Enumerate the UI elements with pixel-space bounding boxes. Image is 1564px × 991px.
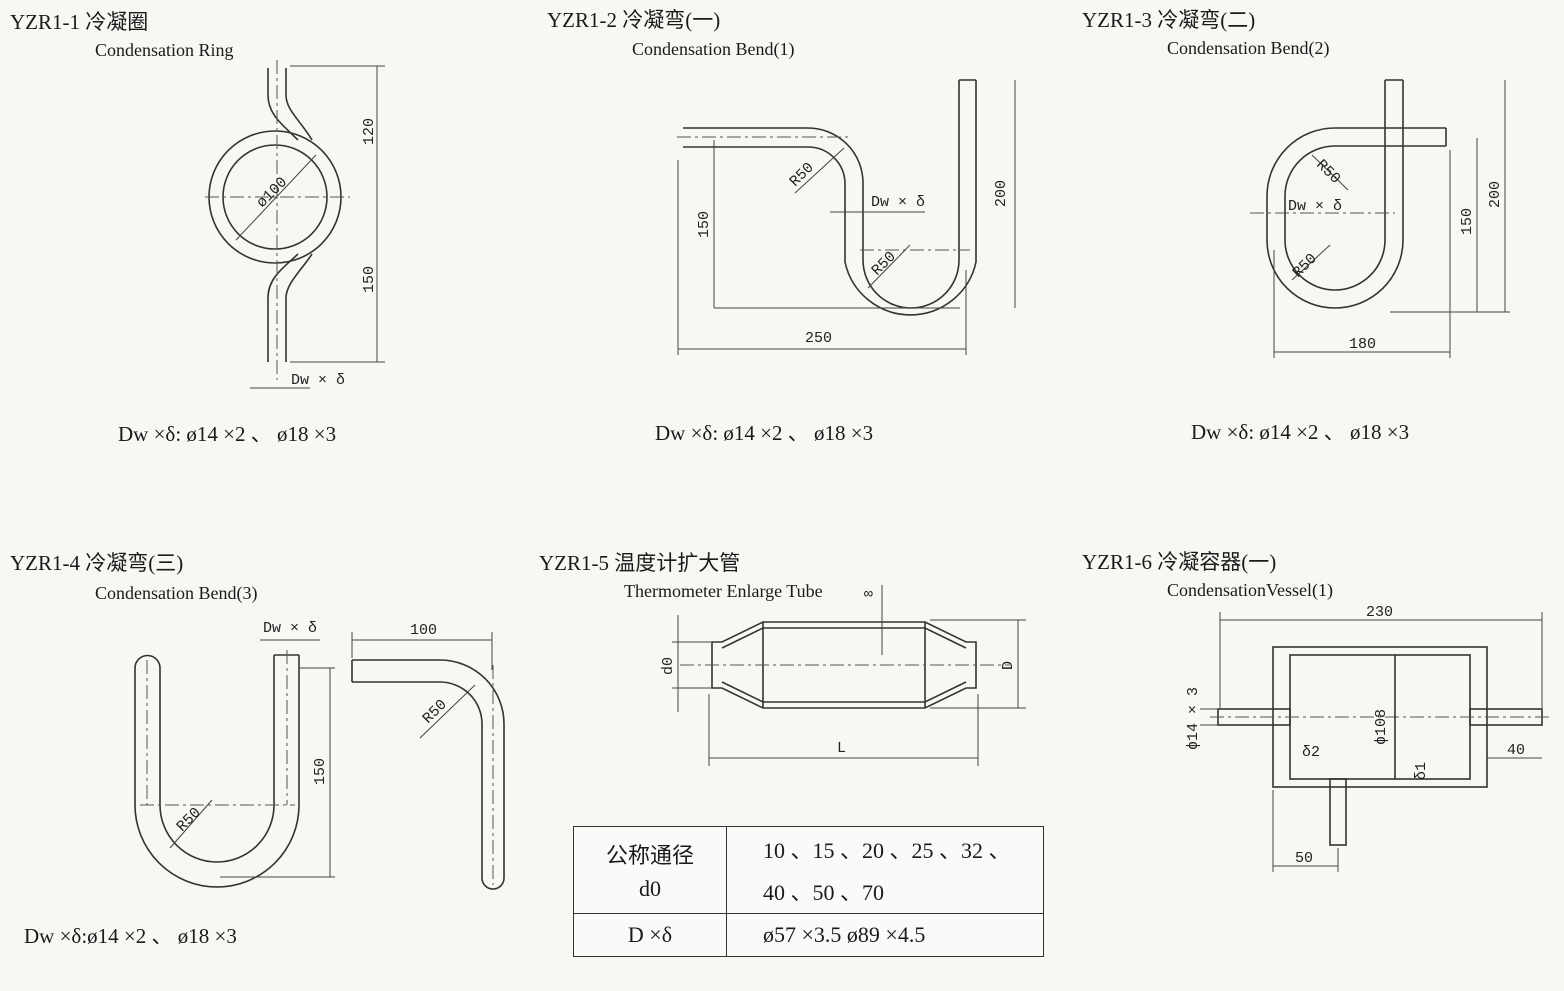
enlarge-tube-d0: d0: [660, 657, 677, 675]
bend3-r-leader: [169, 799, 213, 849]
panel-3-title: YZR1-3 冷凝弯(二): [1082, 8, 1256, 32]
table-values-dimension: ø57 ×3.5 ø89 ×4.5: [726, 913, 1044, 957]
table-values-line2: 40 、50 、70: [763, 880, 885, 905]
panel-2-subtitle: Condensation Bend(1): [632, 39, 795, 59]
panel-1-spec: Dw ×δ: ø14 ×2 、 ø18 ×3: [118, 422, 337, 446]
ring-top-tube-left: [267, 68, 299, 141]
vessel-drawing: 230 ϕ14 × 3 ϕ108 δ2 δ1 40 50: [1185, 604, 1550, 872]
panel-5-subtitle: Thermometer Enlarge Tube: [624, 581, 823, 601]
bend1-tube-inner: [683, 80, 977, 316]
bend2-r-top: R50: [1312, 157, 1343, 188]
panel-2-title: YZR1-2 冷凝弯(一): [547, 8, 721, 32]
bend3-u-outer: [134, 655, 300, 888]
bend1-tube-label: Dw × δ: [871, 194, 925, 211]
bend3-width: 100: [410, 622, 437, 639]
bend3-l-outer: [352, 659, 505, 878]
enlarge-tube-drawing: ∞ d0 D L: [660, 585, 1026, 766]
enlarge-tube-L: L: [837, 740, 846, 757]
ring-bottom-tube-left: [267, 253, 299, 362]
vessel-side: 40: [1507, 742, 1525, 759]
panel-4-subtitle: Condensation Bend(3): [95, 583, 258, 603]
ring-tube-label: Dw × δ: [291, 372, 345, 389]
ring-dim-dia: ø100: [254, 174, 291, 211]
panel-1-subtitle: Condensation Ring: [95, 40, 234, 60]
bend3-l-inner: [352, 681, 483, 878]
bend1-r-bottom: R50: [869, 248, 900, 279]
bend1-drawing: R50 R50 Dw × δ 150 200 250: [677, 79, 1016, 355]
bend3-tube-label: Dw × δ: [263, 620, 317, 637]
bend2-r-bottom: R50: [1290, 250, 1321, 281]
bend2-r-leader-bottom: [1291, 244, 1331, 281]
bend3-u-inner: [159, 655, 275, 863]
bend3-drawing: Dw × δ R50 150 100 R50: [134, 620, 505, 890]
ring-dim-150: 150: [361, 266, 378, 293]
enlarge-tube-inner-top: [721, 627, 967, 649]
bend3-height: 150: [312, 758, 329, 785]
bend2-tube-label: Dw × δ: [1288, 198, 1342, 215]
table-header-dimension: D ×δ: [573, 913, 727, 957]
panel-5-title: YZR1-5 温度计扩大管: [539, 551, 741, 575]
bend3-l-cap: [481, 877, 505, 890]
bend2-h-inner: 150: [1459, 208, 1476, 235]
bend2-r-leader-top: [1311, 154, 1349, 191]
ring-dim-120: 120: [361, 118, 378, 145]
ring-top-tube-right: [285, 68, 313, 141]
bend2-width: 180: [1349, 336, 1376, 353]
enlarge-tube-spec-table: 公称通径 d0 10 、15 、20 、25 、32 、 40 、50 、70 …: [573, 826, 1044, 957]
panel-4-spec: Dw ×δ:ø14 ×2 、 ø18 ×3: [24, 924, 237, 948]
table-values-nominal: 10 、15 、20 、25 、32 、 40 、50 、70: [726, 826, 1044, 914]
vessel-bottom: 50: [1295, 850, 1313, 867]
bend2-tube-outer: [1266, 80, 1446, 309]
bend3-r-u: R50: [174, 804, 205, 835]
condensation-ring-drawing: 120 150 ø100 Dw × δ: [205, 60, 385, 389]
ring-bottom-tube-right: [285, 253, 313, 362]
bend3-u-cap: [134, 654, 161, 669]
bend1-tube-outer: [683, 80, 960, 309]
bend2-h-outer: 200: [1487, 181, 1504, 208]
bend3-r-l: R50: [420, 696, 451, 727]
enlarge-tube-inner-bottom: [721, 681, 967, 703]
bend3-l-r-leader: [419, 684, 476, 739]
table-row: D ×δ ø57 ×3.5 ø89 ×4.5: [573, 913, 1044, 957]
vessel-body-dia: ϕ108: [1373, 709, 1390, 745]
panel-6-title: YZR1-6 冷凝容器(一): [1082, 550, 1277, 574]
bend1-r-leader-top: [794, 147, 845, 194]
vessel-bottom-pipe: [1329, 778, 1347, 846]
table-header-line1: 公称通径: [605, 843, 694, 868]
vessel-width: 230: [1366, 604, 1393, 621]
panel-1-title: YZR1-1 冷凝圈: [10, 10, 149, 34]
panel-3-spec: Dw ×δ: ø14 ×2 、 ø18 ×3: [1191, 420, 1410, 444]
bend1-r-top: R50: [787, 159, 818, 190]
panel-2-spec: Dw ×δ: ø14 ×2 、 ø18 ×3: [655, 421, 874, 445]
table-row: 公称通径 d0 10 、15 、20 、25 、32 、 40 、50 、70: [573, 826, 1044, 914]
bend1-r-leader-bottom: [867, 244, 911, 289]
bend2-drawing: R50 R50 Dw × δ 150 200 180: [1250, 79, 1510, 358]
enlarge-tube-delta: ∞: [864, 586, 873, 603]
panel-6-subtitle: CondensationVessel(1): [1167, 580, 1333, 600]
bend2-tube-inner: [1284, 80, 1446, 291]
vessel-delta1: δ1: [1413, 762, 1430, 780]
bend1-h-left: 150: [696, 211, 713, 238]
bend1-h-right: 200: [993, 180, 1010, 207]
vessel-delta2: δ2: [1302, 744, 1320, 761]
panel-3-subtitle: Condensation Bend(2): [1167, 38, 1330, 58]
table-values-line1: 10 、15 、20 、25 、32 、: [763, 838, 1011, 863]
panel-4-title: YZR1-4 冷凝弯(三): [10, 551, 184, 575]
vessel-pipe-spec: ϕ14 × 3: [1185, 687, 1202, 750]
ring-diameter-line: [235, 154, 317, 241]
bend1-width: 250: [805, 330, 832, 347]
table-header-line2: d0: [639, 876, 661, 901]
table-header-nominal: 公称通径 d0: [573, 826, 727, 914]
enlarge-tube-D: D: [1000, 661, 1017, 670]
